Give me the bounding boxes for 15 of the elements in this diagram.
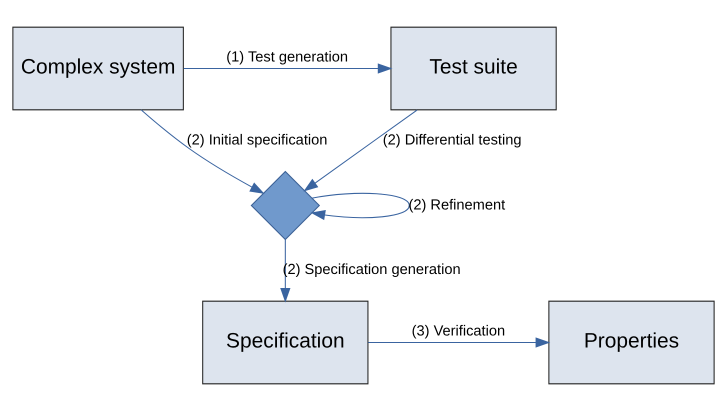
arrow <box>303 110 418 192</box>
node-box: Properties <box>548 300 715 384</box>
arrow <box>184 63 392 74</box>
edge-label: (2) Refinement <box>408 197 506 214</box>
node-box: Complex system <box>12 26 184 110</box>
node-box: Test suite <box>390 26 557 110</box>
arrow <box>280 240 290 303</box>
arrow <box>368 337 550 348</box>
node-box: Specification <box>202 300 368 384</box>
arrow <box>310 192 410 220</box>
edge-label: (2) Differential testing <box>382 132 522 149</box>
arrow <box>140 109 265 194</box>
edge-label: (3) Verification <box>412 323 506 340</box>
edge-label: (2) Initial specification <box>186 132 328 149</box>
edge-label: (1) Test generation <box>226 49 348 66</box>
